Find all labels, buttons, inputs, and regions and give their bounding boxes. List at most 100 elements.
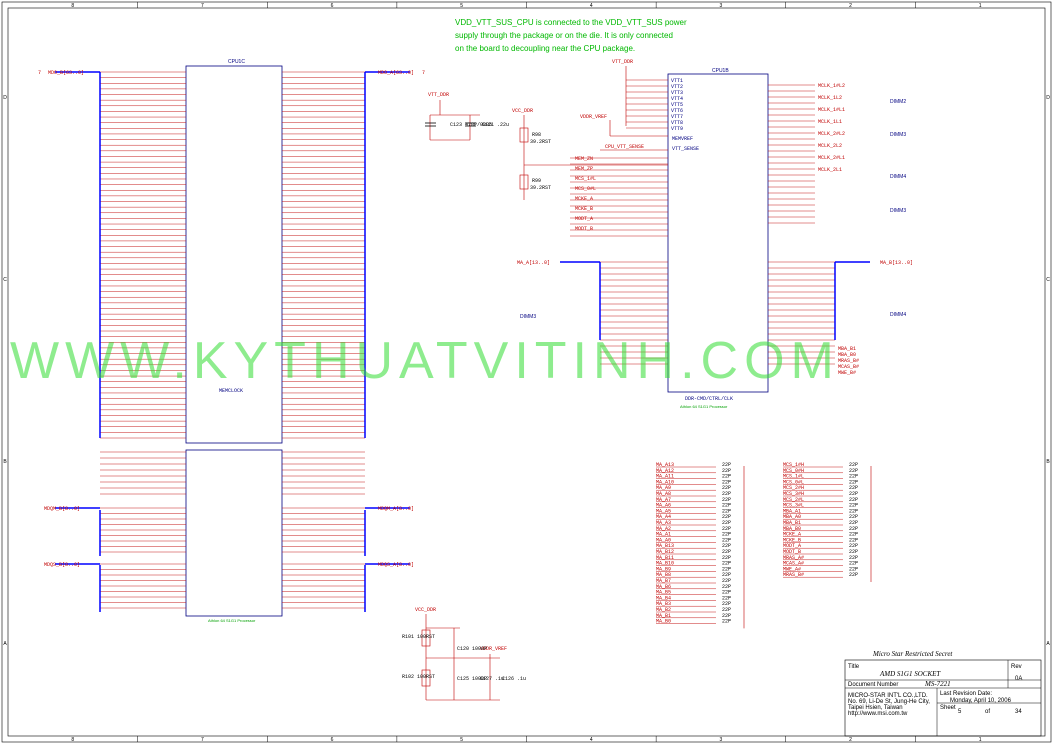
c121-label: C121 .22u [482, 122, 509, 128]
cap-net-label: MA_A9 [656, 485, 671, 491]
cap-value: 22P [722, 543, 731, 549]
sheet-total: 34 [1015, 709, 1022, 715]
bus-label-mdqs-b: MDQS_B[8..0] [44, 562, 80, 568]
border-letter-left: C [3, 277, 7, 283]
cap-net-label: MCS_0#L [783, 479, 804, 485]
cap-value: 22P [722, 508, 731, 514]
border-number-bottom: 5 [460, 737, 463, 743]
border-number-top: 5 [460, 3, 463, 9]
cap-value: 22P [722, 561, 731, 567]
cap-value: 22P [722, 462, 731, 468]
cap-value: 22P [849, 514, 858, 520]
cap-net-label: MA_A11 [656, 474, 674, 480]
cap-value: 22P [722, 468, 731, 474]
c126-label: C126 .1u [502, 676, 526, 682]
cap-value: 22P [849, 549, 858, 555]
cpu1c-clock-label: MEMCLOCK [219, 388, 243, 394]
clk-net-label: MCLK_1L2 [818, 95, 842, 101]
cap-value: 22P [849, 485, 858, 491]
design-note: VDD_VTT_SUS_CPU is connected to the VDD_… [455, 18, 687, 53]
vtt-pin-label: VTT1 [671, 78, 683, 84]
clk-net-label: MCLK_1#L2 [818, 83, 845, 89]
addr-3: Taipei Hsien, Taiwan [848, 705, 903, 711]
vtt-pin-label: VTT4 [671, 96, 683, 102]
title-block: Micro Star Restricted Secret Title AMD S… [844, 650, 1042, 737]
ctrl-net-label: MEM_ZN [575, 156, 593, 162]
cap-net-label: MA_B1 [656, 613, 671, 619]
cap-net-label: MA_A7 [656, 497, 671, 503]
c120-label: C120 1000P [457, 646, 487, 652]
bus-label-mdo-a: MDO_A[63..0] [378, 70, 414, 76]
cap-net-label: MBA_B0 [783, 526, 801, 532]
cap-net-label: MA_A12 [656, 468, 674, 474]
cpu1b-pin-rows: MEM_ZNMEM_ZPMCS_1#LMCS_0#LMCKE_AMCKE_BMO… [570, 83, 859, 376]
border-letter-left: D [3, 95, 7, 101]
cap-value: 22P [722, 479, 731, 485]
border-number-top: 6 [331, 3, 334, 9]
bus-label-ma-b: MA_B[13..0] [880, 260, 913, 266]
cap-net-label: MA_A5 [656, 508, 671, 514]
cap-net-label: MA_A3 [656, 520, 671, 526]
vtt-pin-label: VTT7 [671, 114, 683, 120]
cap-value: 22P [722, 595, 731, 601]
bank-net-label: MRAS_B# [838, 358, 859, 364]
bus-label-ma-a: MA_A[13..0] [517, 260, 550, 266]
r98-ref: R98 [532, 132, 541, 138]
border-number-top: 2 [849, 3, 852, 9]
border-number-top: 1 [979, 3, 982, 9]
clk-net-label: MCLK_2L2 [818, 143, 842, 149]
clk-net-label: MCLK_1L1 [818, 119, 842, 125]
sheet-ref-left: 7 [38, 70, 41, 76]
cap-net-label: MA_A0 [656, 537, 671, 543]
cap-value: 22P [849, 497, 858, 503]
cap-value: 22P [722, 607, 731, 613]
bank-net-label: MBA_B1 [838, 346, 856, 352]
ctrl-net-label: MCS_1#L [575, 176, 596, 182]
border-letter-left: A [3, 641, 7, 647]
ctrl-net-label: MCKE_A [575, 196, 593, 202]
cap-net-label: MA_B11 [656, 555, 674, 561]
r101-label: R101 100RST [402, 634, 435, 640]
cap-value: 22P [849, 479, 858, 485]
ctrl-net-label: MODT_B [575, 226, 593, 232]
cap-net-label: MA_A13 [656, 462, 674, 468]
cap-value: 22P [722, 584, 731, 590]
cpu1b-sub-label: DDR-CMD/CTRL/CLK [685, 396, 733, 402]
cap-value: 22P [722, 590, 731, 596]
cap-value: 22P [849, 491, 858, 497]
cap-value: 22P [722, 532, 731, 538]
cap-net-label: MA_B0 [656, 619, 671, 625]
border-letter-right: B [1046, 459, 1050, 465]
cap-net-label: MA_B13 [656, 543, 674, 549]
cpu1c-body [185, 65, 283, 444]
border-letter-right: D [1046, 95, 1050, 101]
cap-net-label: MODT_B [783, 549, 801, 555]
vcc-ddr-label-bottom: VCC_DDR [415, 607, 436, 613]
dimm-group-label: DIMM4 [890, 312, 906, 318]
cap-net-label: MA_B2 [656, 607, 671, 613]
cap-net-label: MA_A8 [656, 491, 671, 497]
vtt-sense-pin: VTT_SENSE [672, 146, 699, 152]
bank-net-label: MWE_B# [838, 370, 856, 376]
vtt-pin-label: VTT6 [671, 108, 683, 114]
cap-net-label: MBA_A0 [783, 514, 801, 520]
dimm-group-label: DIMM2 [890, 99, 906, 105]
last-rev-date: Monday, April 10, 2006 [950, 698, 1012, 704]
bus-label-mdqm-a: MDQM_A[8..0] [378, 506, 414, 512]
note-line-3: on the board to decoupling near the CPU … [455, 44, 635, 53]
rev-value: 0A [1015, 676, 1022, 682]
cpu1b-body [667, 73, 769, 393]
dimm-group-label: DIMM3 [890, 208, 906, 214]
cpu1c-block: CPU1C Athlon 64 S1G1 Processor MEMCLOCK … [38, 59, 425, 623]
cap-value: 22P [849, 532, 858, 538]
rev-label: Rev [1011, 664, 1022, 670]
cap-net-label: MA_A6 [656, 503, 671, 509]
cap-net-label: MA_B3 [656, 601, 671, 607]
cap-net-label: MCAS_A# [783, 561, 804, 567]
cap-value: 22P [849, 462, 858, 468]
cap-net-label: MCS_3#L [783, 503, 804, 509]
